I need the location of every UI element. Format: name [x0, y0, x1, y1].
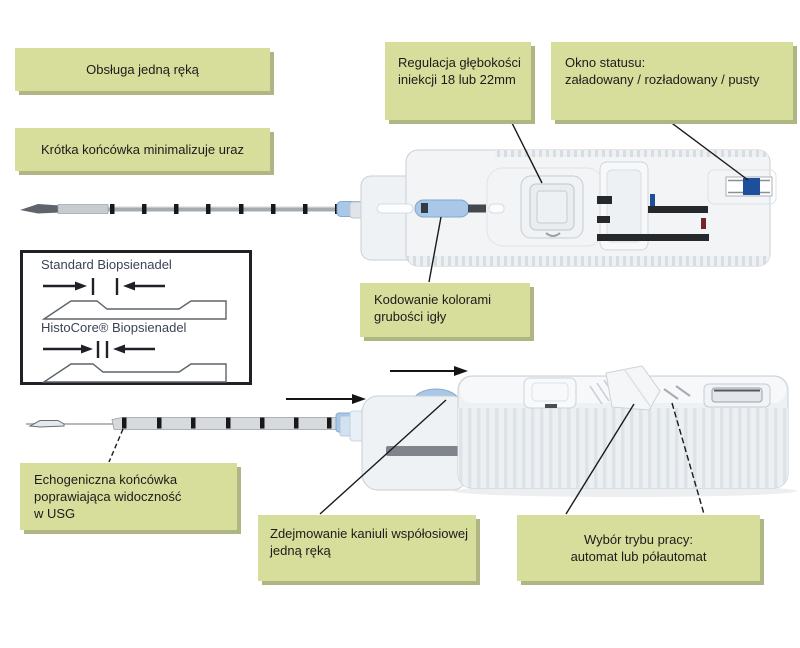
needle-tip — [20, 204, 60, 214]
callout-short-tip: Krótka końcówka minimalizuje uraz — [15, 128, 270, 171]
line-coaxial — [319, 399, 447, 515]
cocking-slider[interactable] — [597, 161, 709, 251]
status-indicator — [743, 178, 760, 195]
needle-sleeve — [57, 204, 109, 214]
line-mode-right — [671, 402, 705, 515]
cannula — [111, 417, 339, 430]
mode-selector[interactable] — [605, 365, 661, 411]
lower-device — [26, 365, 797, 497]
callout-lines — [108, 117, 749, 515]
line-color-coding — [428, 216, 442, 283]
echogenic-tip — [28, 420, 65, 428]
lower-needle — [26, 412, 357, 433]
upper-device-body — [349, 149, 777, 267]
grip-ribs — [458, 408, 788, 488]
callout-coaxial-cannula: Zdejmowanie kaniuli współosiowej jedną r… — [258, 515, 476, 581]
hub-stripe — [468, 204, 486, 213]
standard-needle-profile — [41, 277, 227, 320]
direction-arrows — [286, 366, 468, 404]
callout-mode-select: Wybór trybu pracy: automat lub półautoma… — [517, 515, 760, 581]
standard-needle-label: Standard Biopsienadel — [41, 257, 172, 272]
callout-depth-adjust: Regulacja głębokości iniekcji 18 lub 22m… — [385, 42, 531, 120]
lower-device-body — [339, 365, 789, 491]
callout-echogenic-tip: Echogeniczna końcówka poprawiająca widoc… — [20, 463, 237, 530]
upper-needle — [20, 201, 364, 217]
status-window — [707, 169, 777, 205]
rear-button[interactable] — [703, 383, 771, 408]
slide-arrow-icon — [286, 394, 366, 404]
slot-window-2 — [488, 203, 505, 214]
hub-latch — [421, 203, 428, 213]
callout-one-hand: Obsługa jedną ręką — [15, 48, 270, 91]
cannula-depth-marks — [122, 417, 332, 429]
line-status — [664, 117, 749, 181]
line-depth — [510, 120, 543, 184]
slide-arrow-icon-2 — [390, 366, 468, 376]
line-echogenic — [108, 428, 124, 463]
histocore-needle-label: HistoCore® Biopsienadel — [41, 319, 187, 335]
front-section — [361, 395, 469, 491]
needle-type-box: Standard Biopsienadel HistoCore® Biopsie… — [20, 250, 252, 385]
depth-adjust-button[interactable] — [520, 175, 584, 239]
grip-serrations — [406, 150, 770, 266]
trigger-slider[interactable] — [523, 377, 577, 409]
mode-marks — [663, 385, 691, 400]
callout-status-window: Okno statusu: załadowany / rozładowany /… — [551, 42, 793, 120]
line-mode-left — [565, 403, 635, 515]
callout-color-coding: Kodowanie kolorami grubości igły — [360, 283, 530, 337]
upper-device — [20, 149, 777, 267]
histocore-needle-profile — [41, 340, 227, 383]
slot-window — [376, 203, 414, 214]
